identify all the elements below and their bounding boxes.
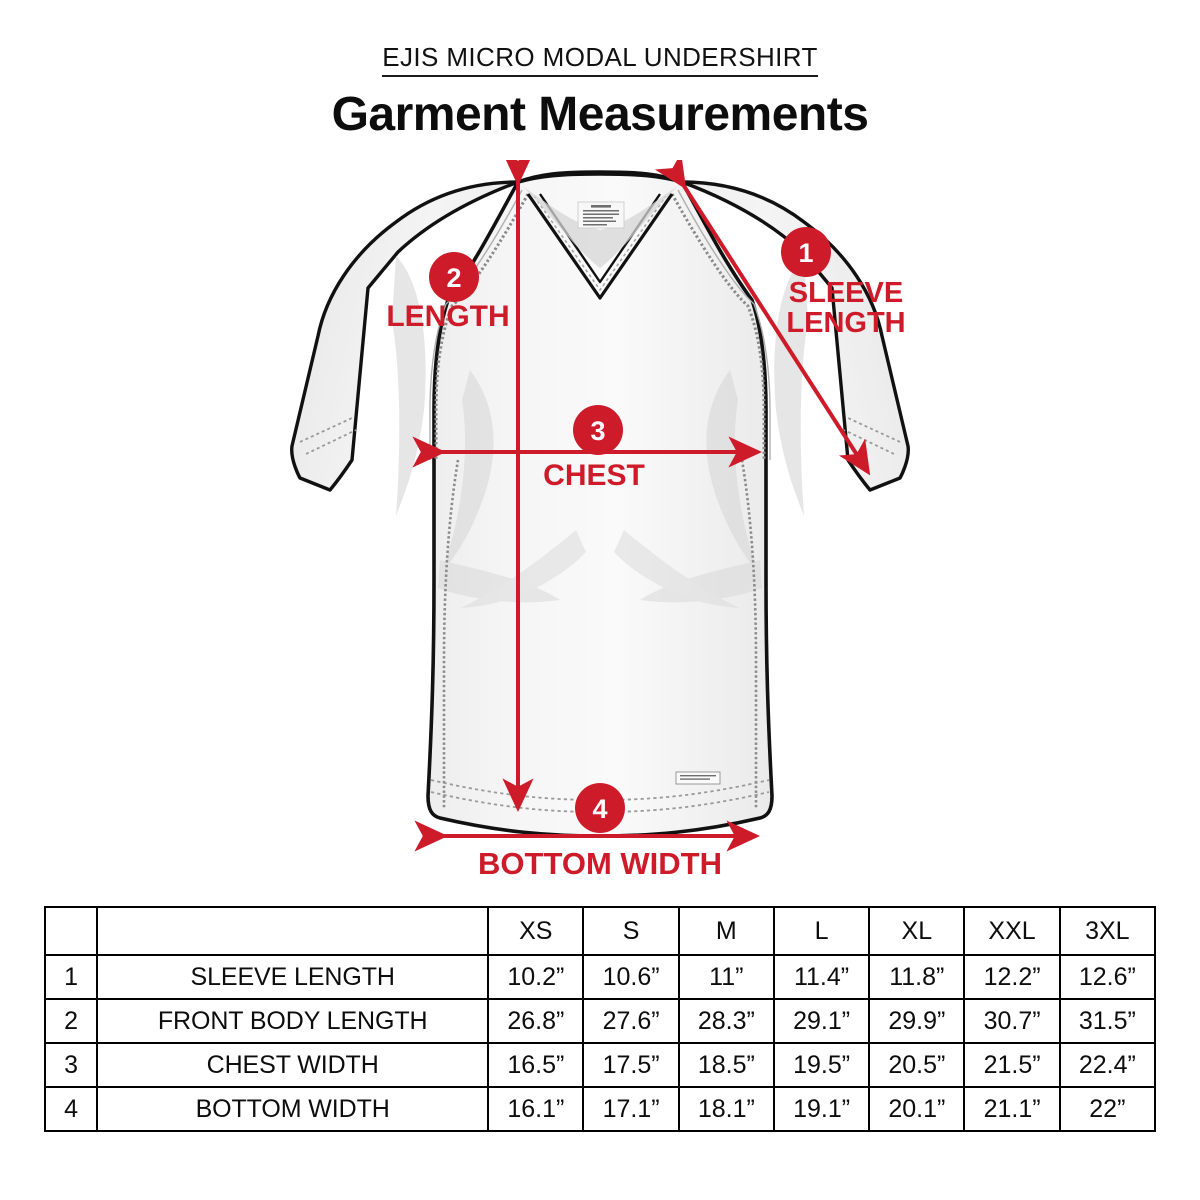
cell-1-xl: 11.8” xyxy=(868,954,966,1000)
callout-label-1-line1: SLEEVE xyxy=(789,277,903,309)
cell-1-3xl: 12.6” xyxy=(1058,954,1157,1000)
callout-4-bottom-width: 4 BOTTOM WIDTH xyxy=(478,783,722,881)
cell-2-xxl: 30.7” xyxy=(963,998,1061,1044)
callout-3-chest: 3 CHEST xyxy=(543,405,645,492)
cell-1-l: 11.4” xyxy=(772,954,871,1000)
row-number-3: 3 xyxy=(43,1042,99,1088)
row-label-3: CHEST WIDTH xyxy=(96,1042,490,1088)
cell-4-s: 17.1” xyxy=(582,1086,680,1132)
size-header-xxl: XXL xyxy=(963,906,1061,956)
size-header-m: M xyxy=(677,906,775,956)
callout-number-2: 2 xyxy=(446,263,461,293)
size-header-l: L xyxy=(772,906,871,956)
row-number-2: 2 xyxy=(43,998,99,1044)
cell-3-xs: 16.5” xyxy=(487,1042,585,1088)
cell-3-s: 17.5” xyxy=(582,1042,680,1088)
callout-label-2: LENGTH xyxy=(386,300,509,333)
callout-number-3: 3 xyxy=(590,416,605,446)
cell-2-3xl: 31.5” xyxy=(1058,998,1157,1044)
table-corner-label-cell xyxy=(96,906,490,956)
cell-4-3xl: 22” xyxy=(1058,1086,1157,1132)
garment-technical-drawing: 1 SLEEVE LENGTH 2 LENGTH 3 CHEST 4 BOTTO… xyxy=(290,160,910,881)
cell-4-xl: 20.1” xyxy=(868,1086,966,1132)
cell-2-xs: 26.8” xyxy=(487,998,585,1044)
cell-1-s: 10.6” xyxy=(582,954,680,1000)
row-label-4: BOTTOM WIDTH xyxy=(96,1086,490,1132)
callout-badge-4 xyxy=(575,783,625,833)
cell-1-xs: 10.2” xyxy=(487,954,585,1000)
cell-1-m: 11” xyxy=(677,954,775,1000)
cell-4-xxl: 21.1” xyxy=(963,1086,1061,1132)
side-seams xyxy=(442,459,758,808)
callout-label-3: CHEST xyxy=(543,459,645,492)
cell-2-m: 28.3” xyxy=(677,998,775,1044)
neck-label xyxy=(577,201,625,229)
cell-3-m: 18.5” xyxy=(677,1042,775,1088)
callout-1-sleeve-length: 1 SLEEVE LENGTH xyxy=(781,227,906,339)
row-label-2: FRONT BODY LENGTH xyxy=(96,998,490,1044)
row-label-1: SLEEVE LENGTH xyxy=(96,954,490,1000)
hem-care-label xyxy=(675,771,721,785)
table-corner-num-cell xyxy=(43,906,99,956)
cell-3-l: 19.5” xyxy=(772,1042,871,1088)
page-header: EJIS MICRO MODAL UNDERSHIRT Garment Meas… xyxy=(0,0,1200,142)
callout-badge-1 xyxy=(781,227,831,277)
sleeve-length-arrow xyxy=(654,160,871,476)
callout-number-4: 4 xyxy=(592,794,607,824)
cell-1-xxl: 12.2” xyxy=(963,954,1061,1000)
callout-number-1: 1 xyxy=(798,238,813,268)
row-number-4: 4 xyxy=(43,1086,99,1132)
row-number-1: 1 xyxy=(43,954,99,1000)
callout-badge-2 xyxy=(429,252,479,302)
size-header-xl: XL xyxy=(868,906,966,956)
garment-illustration: 1 SLEEVE LENGTH 2 LENGTH 3 CHEST 4 BOTTO… xyxy=(0,160,1200,890)
callout-badge-3 xyxy=(573,405,623,455)
callout-label-1-line2: LENGTH xyxy=(786,307,905,339)
cell-3-3xl: 22.4” xyxy=(1058,1042,1157,1088)
product-name: EJIS MICRO MODAL UNDERSHIRT xyxy=(382,43,818,78)
cell-3-xl: 20.5” xyxy=(868,1042,966,1088)
bottom-hem xyxy=(430,779,770,813)
cell-2-xl: 29.9” xyxy=(868,998,966,1044)
size-header-s: S xyxy=(582,906,680,956)
page-title: Garment Measurements xyxy=(331,88,869,142)
size-header-3xl: 3XL xyxy=(1058,906,1157,956)
size-header-xs: XS xyxy=(487,906,585,956)
cell-3-xxl: 21.5” xyxy=(963,1042,1061,1088)
callout-2-length: 2 LENGTH xyxy=(386,252,510,333)
cell-4-xs: 16.1” xyxy=(487,1086,585,1132)
cell-4-l: 19.1” xyxy=(772,1086,871,1132)
cell-2-l: 29.1” xyxy=(772,998,871,1044)
callout-label-4: BOTTOM WIDTH xyxy=(478,846,722,881)
cell-4-m: 18.1” xyxy=(677,1086,775,1132)
cell-2-s: 27.6” xyxy=(582,998,680,1044)
